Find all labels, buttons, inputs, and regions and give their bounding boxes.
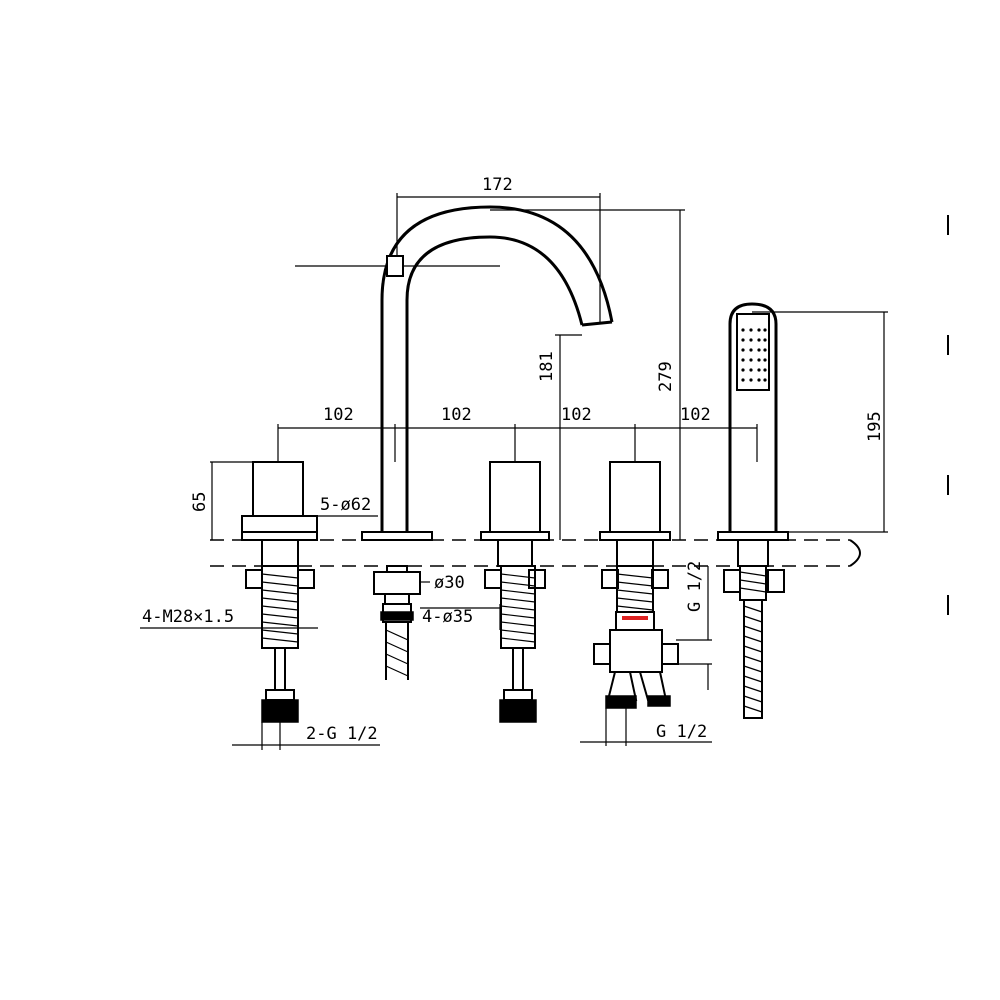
dimension-labels: 172 181 279 195 65 102 102 102 102 5-ø62… bbox=[142, 175, 885, 744]
valve-body-left bbox=[245, 539, 315, 723]
spout-connector bbox=[373, 565, 421, 680]
valve-handle-left bbox=[241, 461, 318, 541]
dim-spacing-1: 102 bbox=[323, 405, 354, 425]
dim-spout-reach: 172 bbox=[482, 175, 513, 195]
diverter-body bbox=[593, 539, 679, 709]
shower-nozzles bbox=[741, 328, 767, 382]
valve-handle-right bbox=[599, 461, 671, 541]
dim-handle-height: 65 bbox=[190, 492, 210, 512]
dim-spacing-2: 102 bbox=[441, 405, 472, 425]
callout-inlet-connections: 2-G 1/2 bbox=[306, 724, 378, 744]
callout-diverter-inlet: G 1/2 bbox=[685, 561, 705, 612]
hand-shower bbox=[717, 302, 789, 541]
dim-spacing-3: 102 bbox=[561, 405, 592, 425]
dim-spout-outlet-height: 181 bbox=[537, 351, 557, 382]
callout-hole-diameter: 5-ø62 bbox=[320, 495, 371, 515]
dim-spout-total-height: 279 bbox=[656, 361, 676, 392]
hand-shower-hose bbox=[723, 539, 785, 719]
callout-flange-diameter: 4-ø35 bbox=[422, 607, 473, 627]
valve-handle-middle bbox=[480, 461, 550, 541]
callout-diverter-outlet: G 1/2 bbox=[656, 722, 707, 742]
dim-spacing-4: 102 bbox=[680, 405, 711, 425]
dim-handshower-height: 195 bbox=[865, 411, 885, 442]
dimension-lines bbox=[140, 193, 888, 750]
spout bbox=[295, 205, 614, 541]
valve-body-middle bbox=[484, 539, 546, 723]
callout-tube-diameter: ø30 bbox=[434, 573, 465, 593]
callout-mount-thread: 4-M28×1.5 bbox=[142, 607, 234, 627]
